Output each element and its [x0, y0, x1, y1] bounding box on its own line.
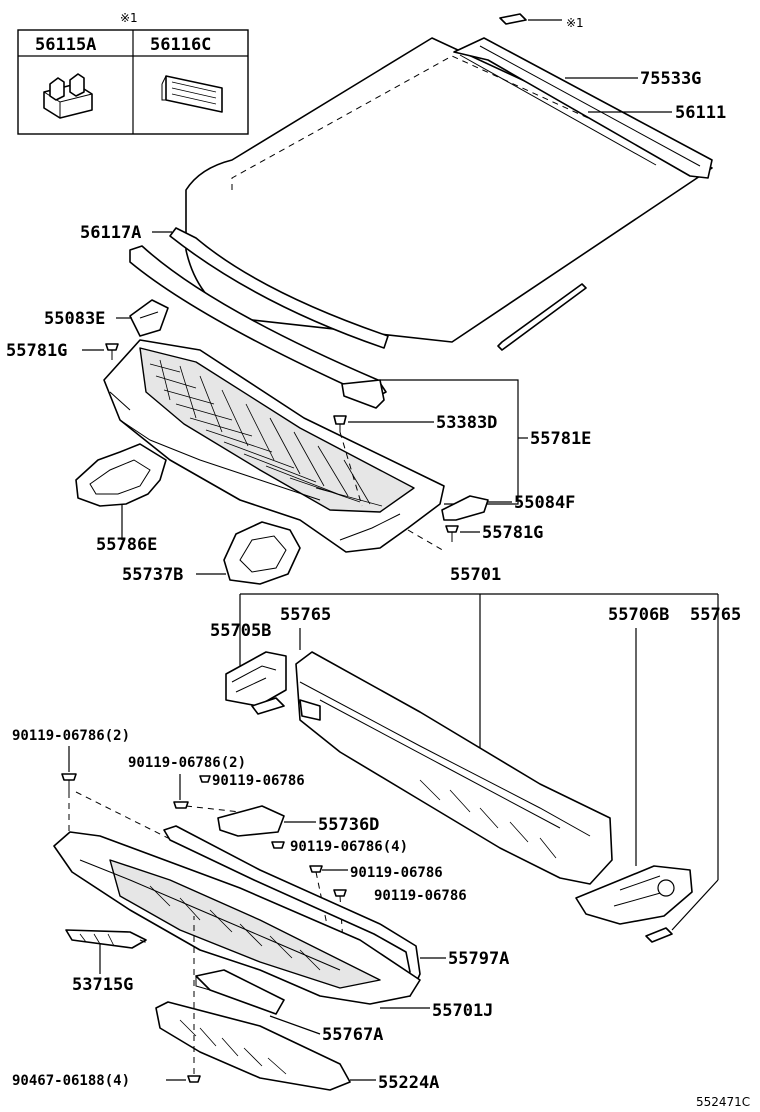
cowl-panel-55701 [295, 651, 613, 885]
label-55705B: 55705B [210, 621, 271, 641]
bracket-55736d [217, 805, 285, 837]
label-90119-06786-c: 90119-06786 [374, 888, 467, 904]
pad-55767a [195, 969, 285, 1015]
label-53383D: 53383D [436, 413, 497, 433]
bolt-90119-06786-a [199, 775, 211, 783]
label-55767A: 55767A [322, 1025, 383, 1045]
bracket-55084f [441, 495, 489, 521]
label-53715G: 53715G [72, 975, 133, 995]
label-90119-06786-4: 90119-06786(4) [290, 839, 408, 855]
clip-90467-06188 [187, 1075, 201, 1083]
label-55765-right: 55765 [690, 605, 741, 625]
clip-56115a-drawing [43, 73, 93, 119]
inset-col-left-label: 56115A [35, 35, 96, 55]
label-55706B: 55706B [608, 605, 669, 625]
bracket-55706b [575, 865, 693, 925]
clip-note-part: ※1 [499, 13, 584, 30]
clip-53383d [333, 415, 347, 432]
label-55765-left: 55765 [280, 605, 331, 625]
molding-75533g [453, 37, 713, 179]
inset-note-mark: ※1 [120, 11, 138, 25]
label-55786E: 55786E [96, 535, 157, 555]
bolt-90119-06786-4 [271, 841, 285, 849]
bracket-55705b [225, 651, 287, 715]
bolt-90119-06786-mid [173, 801, 189, 809]
seal-55786e [75, 443, 167, 507]
label-90119-06786-2-mid: 90119-06786(2) [128, 755, 246, 771]
label-55797A: 55797A [448, 949, 509, 969]
label-90467-06188-4: 90467-06188(4) [12, 1073, 130, 1089]
label-90119-06786-2-left: 90119-06786(2) [12, 728, 130, 744]
cowl-louver-55781e [103, 339, 445, 553]
side-strip-right [497, 283, 587, 351]
label-55224A: 55224A [378, 1073, 439, 1093]
seal-55737b [223, 521, 301, 585]
bolt-90119-06786-b [309, 865, 323, 873]
label-55781E: 55781E [530, 429, 591, 449]
inset-col-right-label: 56116C [150, 35, 211, 55]
label-90119-06786-b: 90119-06786 [350, 865, 443, 881]
bolt-90119-06786-left [61, 773, 77, 792]
label-55084F: 55084F [514, 493, 575, 513]
label-55736D: 55736D [318, 815, 379, 835]
label-55781G-mid: 55781G [482, 523, 543, 543]
label-55781G-top: 55781G [6, 341, 67, 361]
bracket-55083e [129, 299, 169, 337]
bracket-53715g [65, 929, 147, 949]
label-75533G: 75533G [640, 69, 701, 89]
label-55701J: 55701J [432, 1001, 493, 1021]
label-55701: 55701 [450, 565, 501, 585]
clip-55781g-top [105, 343, 119, 360]
lower-panel-55701j [53, 831, 421, 1005]
label-56117A: 56117A [80, 223, 141, 243]
label-55737B: 55737B [122, 565, 183, 585]
label-90119-06786-a: 90119-06786 [212, 773, 305, 789]
weatherstrip-56117a [129, 227, 389, 399]
clip-55781g-mid [445, 525, 459, 542]
label-55083E: 55083E [44, 309, 105, 329]
clip-inset-table: ※1 56115A 56116C [17, 11, 249, 135]
clip-55765-right [645, 879, 719, 943]
bolt-90119-06786-c [333, 889, 347, 897]
label-note-mark: ※1 [566, 16, 584, 30]
label-56111: 56111 [675, 103, 726, 123]
diagram-id: 552471C [696, 1095, 750, 1109]
panel-55224a [155, 1001, 351, 1091]
clip-56116c-drawing [161, 75, 223, 113]
